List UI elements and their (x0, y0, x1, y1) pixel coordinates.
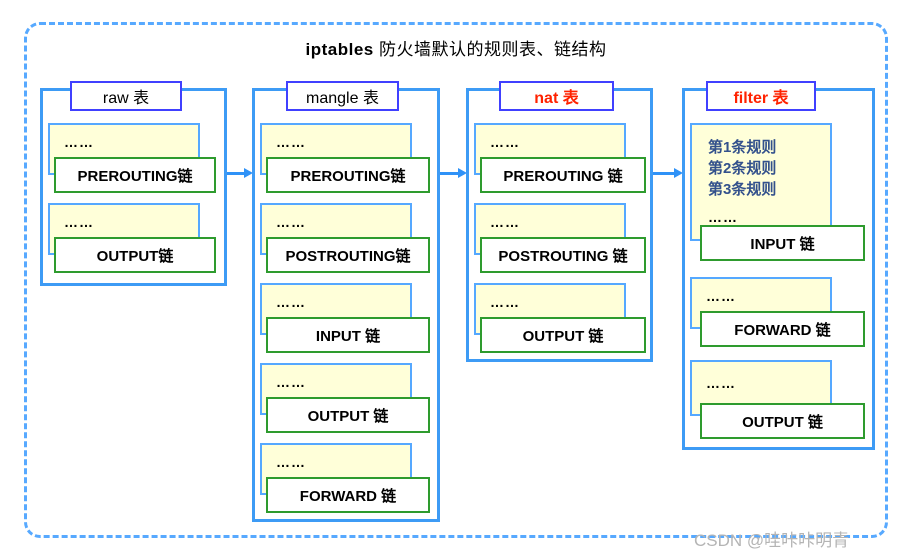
mangle-input-chain-text: INPUT 链 (315, 327, 381, 345)
filter-input-chain: INPUT 链 (700, 225, 865, 261)
mangle-input-chain: INPUT 链 (266, 317, 430, 353)
filter-output-dots: …… (706, 375, 736, 391)
arrow-head (674, 168, 683, 178)
raw-prerouting-dots: …… (64, 134, 94, 150)
raw-table-label: raw 表 (70, 81, 182, 111)
filter-rules-card: 第1条规则第2条规则第3条规则 …… (690, 123, 832, 241)
mangle-postrouting-chain: POSTROUTING链 (266, 237, 430, 273)
mangle-input-dots: …… (276, 294, 306, 310)
mangle-forward-dots: …… (276, 454, 306, 470)
mangle-output-chain: OUTPUT 链 (266, 397, 430, 433)
mangle-table-label-text: mangle 表 (306, 90, 379, 107)
mangle-output-dots: …… (276, 374, 306, 390)
filter-rule-3: 第3条规则 (708, 181, 777, 198)
filter-table-label-text: filter 表 (733, 90, 789, 107)
nat-output-dots: …… (490, 294, 520, 310)
raw-prerouting-chain-text: PREROUTING链 (77, 167, 193, 185)
arrow-shaft (225, 171, 244, 175)
mangle-output-chain-text: OUTPUT 链 (307, 407, 389, 425)
arrow-head (244, 168, 253, 178)
raw-output-chain: OUTPUT链 (54, 237, 216, 273)
filter-rule-2: 第2条规则 (708, 160, 777, 177)
mangle-prerouting-dots: …… (276, 134, 306, 150)
arrow-shaft (438, 171, 458, 175)
diagram-title-text: 防火墙默认的规则表、链结构 (373, 40, 607, 59)
nat-output-chain-text: OUTPUT 链 (522, 327, 604, 345)
filter-rule-1: 第1条规则 (708, 139, 777, 156)
diagram-title-brand: iptables (305, 40, 374, 59)
filter-input-chain-text: INPUT 链 (750, 235, 815, 253)
filter-output-chain-text: OUTPUT 链 (742, 413, 823, 431)
nat-table-label-text: nat 表 (534, 90, 579, 107)
csdn-watermark: CSDN @哇咔咔明青 (694, 531, 850, 550)
diagram-title: iptables 防火墙默认的规则表、链结构 (24, 35, 888, 60)
mangle-prerouting-chain: PREROUTING链 (266, 157, 430, 193)
filter-rules-dots: …… (708, 209, 738, 225)
arrow-raw-to-mangle-icon (225, 167, 253, 179)
filter-rules-list: 第1条规则第2条规则第3条规则 (708, 137, 776, 200)
dashed-frame (24, 22, 888, 538)
arrow-nat-to-filter-icon (651, 167, 683, 179)
filter-table-label: filter 表 (706, 81, 816, 111)
mangle-prerouting-chain-text: PREROUTING链 (290, 167, 406, 185)
nat-postrouting-chain: POSTROUTING 链 (480, 237, 646, 273)
filter-forward-chain-text: FORWARD 链 (734, 321, 831, 339)
nat-postrouting-chain-text: POSTROUTING 链 (498, 247, 628, 265)
nat-output-chain: OUTPUT 链 (480, 317, 646, 353)
raw-output-dots: …… (64, 214, 94, 230)
nat-prerouting-chain-text: PREROUTING 链 (503, 167, 623, 185)
filter-output-chain: OUTPUT 链 (700, 403, 865, 439)
arrow-mangle-to-nat-icon (438, 167, 467, 179)
nat-table-label: nat 表 (499, 81, 614, 111)
mangle-table-label: mangle 表 (286, 81, 399, 111)
arrow-shaft (651, 171, 674, 175)
filter-forward-dots: …… (706, 288, 736, 304)
arrow-head (458, 168, 467, 178)
nat-prerouting-dots: …… (490, 134, 520, 150)
raw-prerouting-chain: PREROUTING链 (54, 157, 216, 193)
raw-output-chain-text: OUTPUT链 (96, 247, 174, 265)
filter-forward-chain: FORWARD 链 (700, 311, 865, 347)
nat-prerouting-chain: PREROUTING 链 (480, 157, 646, 193)
nat-postrouting-dots: …… (490, 214, 520, 230)
mangle-forward-chain-text: FORWARD 链 (299, 487, 397, 505)
mangle-postrouting-chain-text: POSTROUTING链 (285, 247, 411, 265)
mangle-postrouting-dots: …… (276, 214, 306, 230)
raw-table-label-text: raw 表 (102, 90, 150, 107)
mangle-forward-chain: FORWARD 链 (266, 477, 430, 513)
